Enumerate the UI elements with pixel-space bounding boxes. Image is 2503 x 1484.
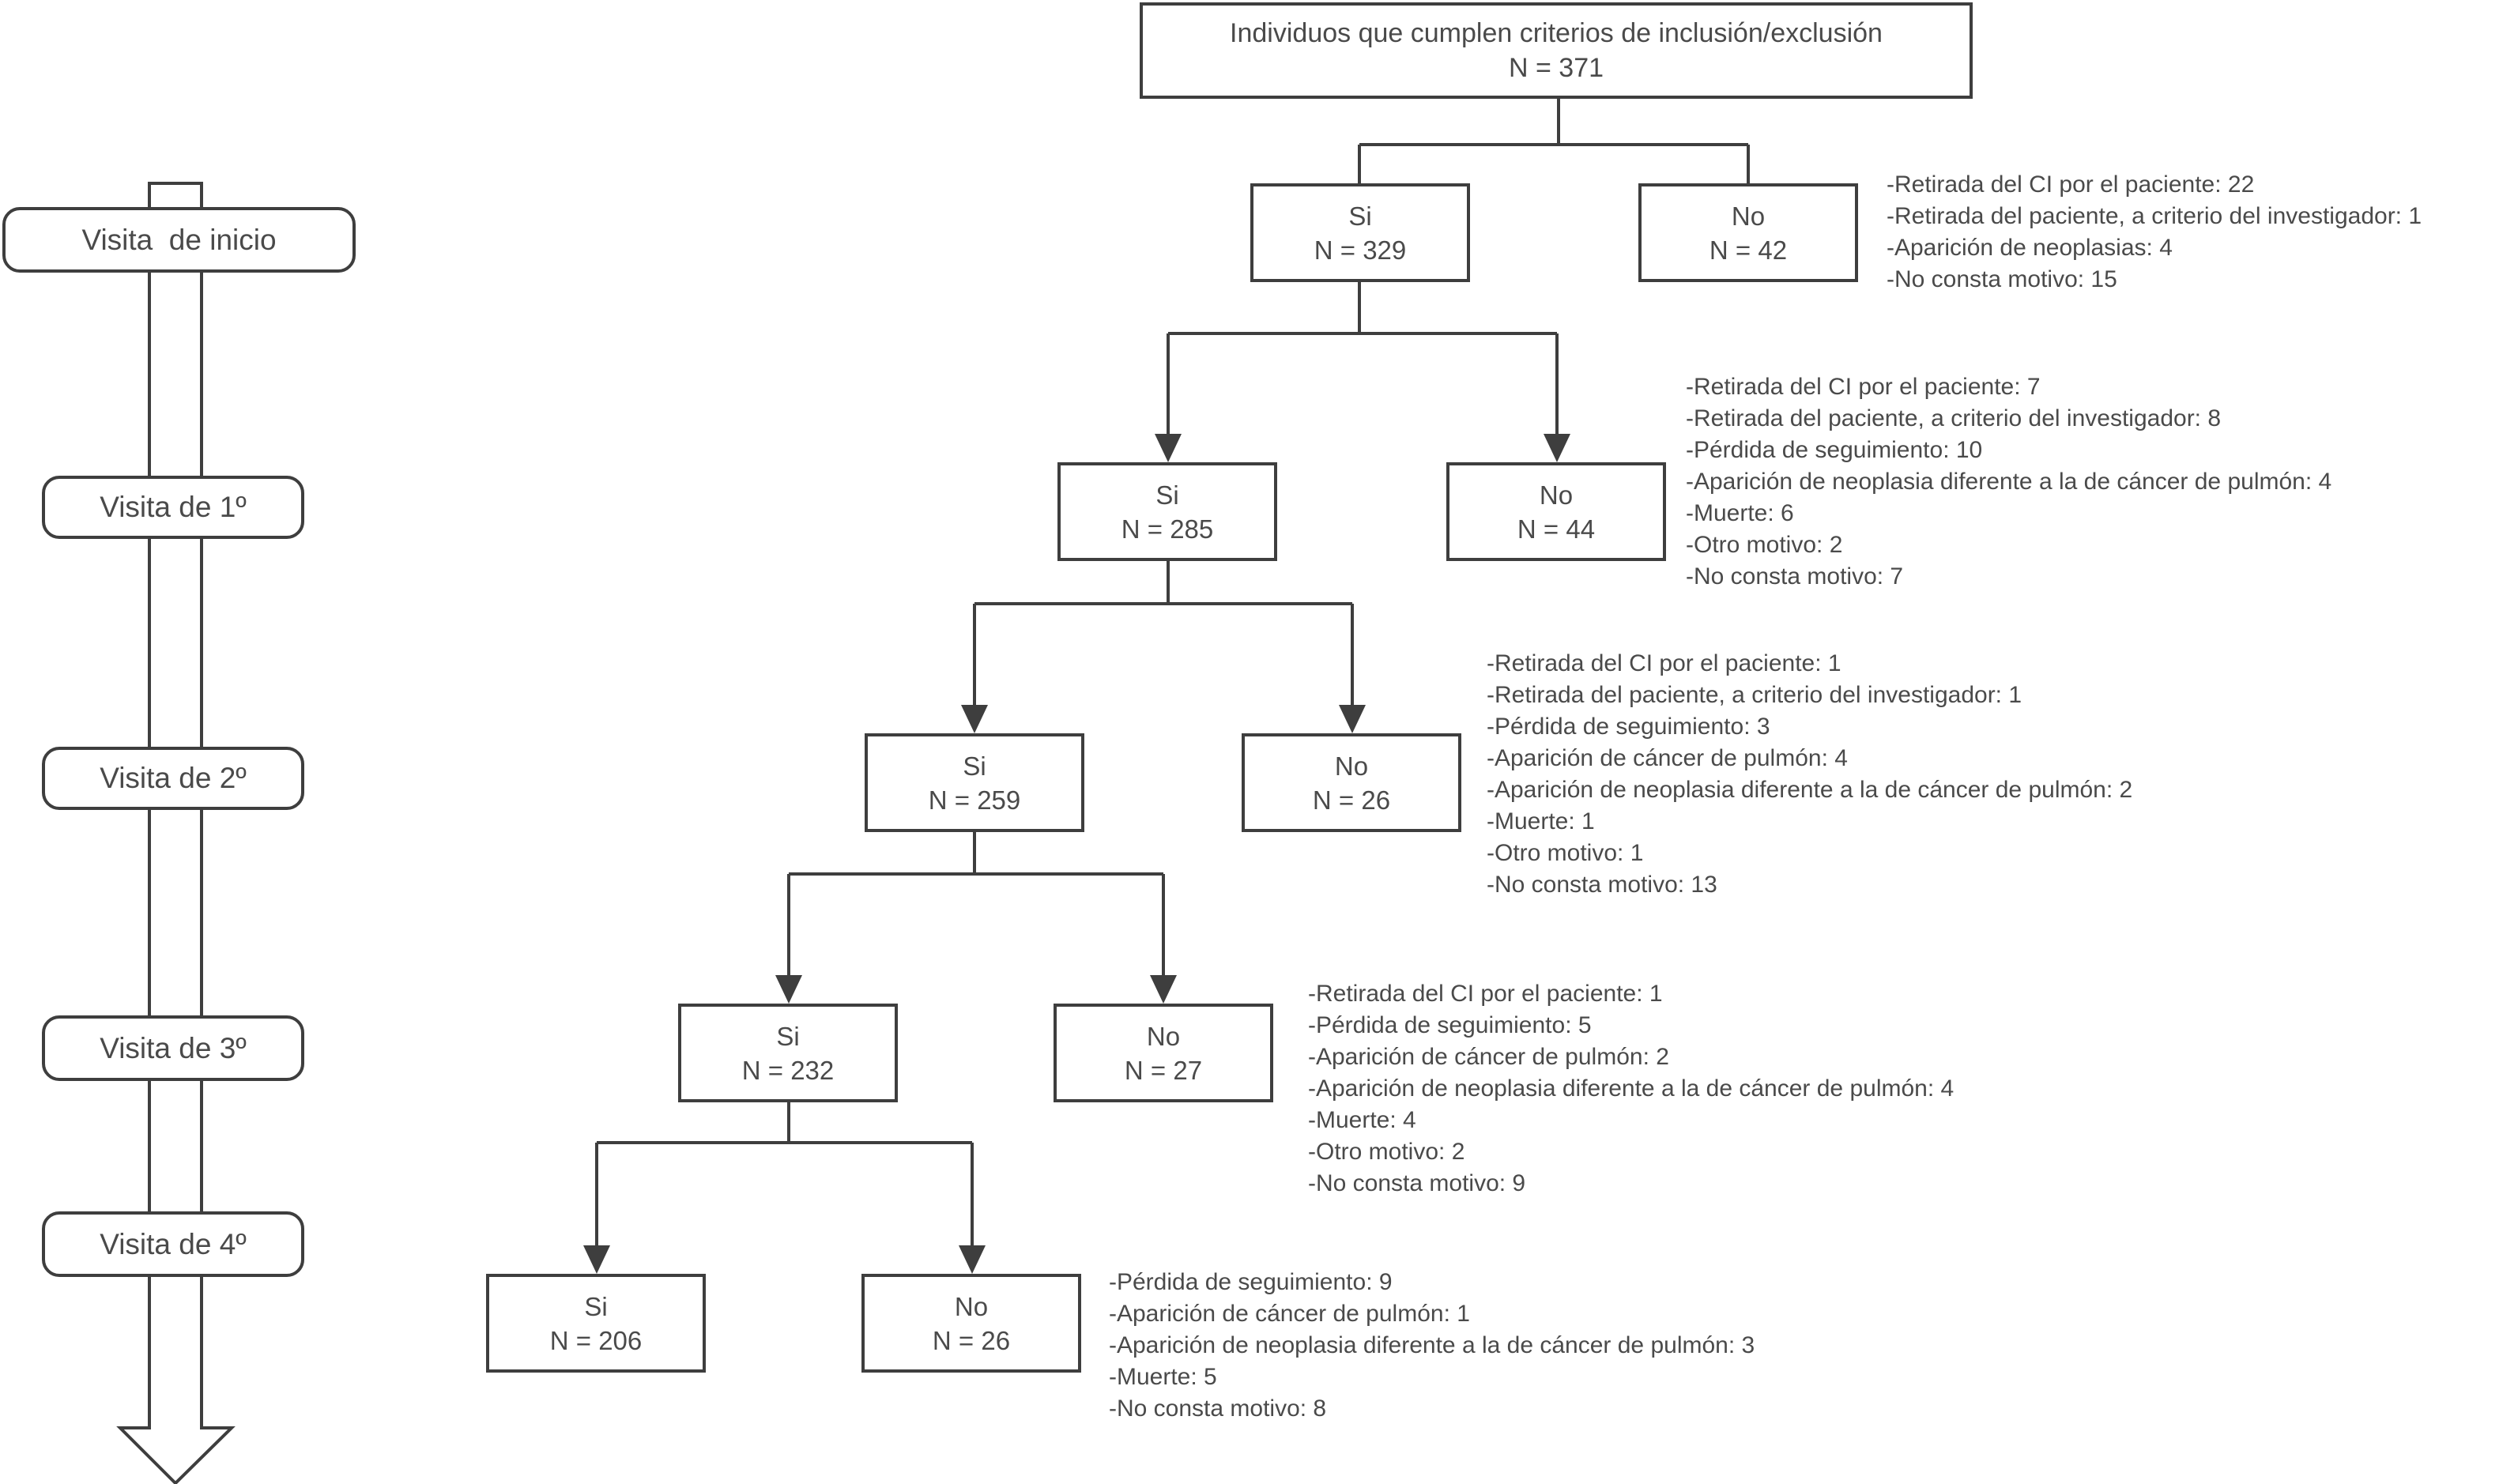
node-no-level-5: No N = 26 [861,1274,1081,1373]
node-si-level-4: Si N = 232 [678,1004,898,1102]
node-no-level-3: No N = 26 [1242,733,1461,832]
reason-line: -Aparición de neoplasia diferente a la d… [1308,1075,1955,1102]
reason-line: -Aparición de cáncer de pulmón: 2 [1308,1044,1669,1070]
node-si-level-2: Si N = 285 [1057,462,1277,561]
node-count: N = 42 [1709,235,1788,265]
node-count: N = 26 [1312,785,1391,815]
arrowhead-icon [1155,434,1182,462]
node-root-count: N = 371 [1508,53,1604,83]
reason-line: -Muerte: 1 [1487,808,1595,834]
reason-line: -Muerte: 6 [1686,500,1794,526]
reason-line: -Otro motivo: 1 [1487,840,1644,866]
reason-line: -Otro motivo: 2 [1308,1139,1465,1165]
reason-line: -Aparición de neoplasia diferente a la d… [1487,777,2133,803]
reason-line: -Muerte: 5 [1109,1364,1217,1390]
reason-line: -Aparición de cáncer de pulmón: 4 [1487,745,1848,771]
reason-line: -No consta motivo: 8 [1109,1395,1327,1422]
node-no-level-2: No N = 44 [1446,462,1666,561]
reason-line: -No consta motivo: 13 [1487,872,1717,898]
reason-line: -Pérdida de seguimiento: 5 [1308,1012,1592,1038]
reason-line: -Otro motivo: 2 [1686,532,1843,558]
node-label: Si [1155,480,1179,510]
reasons-level-4: -Retirada del CI por el paciente: 1 -Pérd… [1308,978,1954,1200]
reason-line: -Retirada del paciente, a criterio del i… [1887,203,2422,229]
timeline-item-visita-inicio: Visita de inicio [2,207,356,273]
reasons-level-3: -Retirada del CI por el paciente: 1 -Reti… [1487,648,2132,901]
reason-line: -Retirada del CI por el paciente: 1 [1487,650,1841,676]
arrowhead-icon [959,1245,986,1274]
node-label: Si [776,1021,800,1051]
reason-line: -No consta motivo: 7 [1686,563,1904,589]
reason-line: -Retirada del CI por el paciente: 1 [1308,981,1663,1007]
node-count: N = 329 [1314,235,1407,265]
arrowhead-icon [961,705,988,733]
node-label: No [1731,201,1766,231]
node-label: No [1539,480,1574,510]
reason-line: -Retirada del paciente, a criterio del i… [1487,682,2022,708]
arrowheads [583,434,1570,1274]
timeline-down-arrow [116,182,236,1484]
reason-line: -Pérdida de seguimiento: 3 [1487,714,1770,740]
node-no-level-1: No N = 42 [1638,183,1858,282]
timeline-item-visita-2: Visita de 2º [42,747,304,810]
node-si-level-3: Si N = 259 [865,733,1084,832]
reason-line: -Aparición de neoplasia diferente a la d… [1686,469,2332,495]
node-root: Individuos que cumplen criterios de incl… [1140,2,1973,99]
reason-line: -Aparición de neoplasias: 4 [1887,235,2173,261]
reasons-level-2: -Retirada del CI por el paciente: 7 -Reti… [1686,371,2331,593]
node-label: No [1334,751,1369,781]
node-si-level-5: Si N = 206 [486,1274,706,1373]
node-count: N = 44 [1517,514,1596,544]
node-label: Si [963,751,986,781]
arrowhead-icon [775,975,802,1004]
node-label: Si [584,1291,608,1321]
timeline-item-visita-1: Visita de 1º [42,476,304,539]
reason-line: -Retirada del CI por el paciente: 22 [1887,171,2255,198]
node-label: No [1146,1021,1181,1051]
reason-line: -No consta motivo: 15 [1887,266,2117,292]
node-count: N = 259 [928,785,1021,815]
tree-connectors [595,99,1750,1268]
arrowhead-icon [1150,975,1177,1004]
arrowhead-icon [1544,434,1570,462]
timeline-item-visita-3: Visita de 3º [42,1015,304,1081]
reason-line: -Aparición de neoplasia diferente a la d… [1109,1332,1755,1358]
node-no-level-4: No N = 27 [1054,1004,1273,1102]
reason-line: -Pérdida de seguimiento: 10 [1686,437,1983,463]
reason-line: -Pérdida de seguimiento: 9 [1109,1269,1393,1295]
reasons-level-5: -Pérdida de seguimiento: 9 -Aparición de … [1109,1267,1755,1425]
node-si-level-1: Si N = 329 [1250,183,1470,282]
node-count: N = 232 [741,1055,835,1085]
node-count: N = 206 [549,1325,643,1355]
reason-line: -Muerte: 4 [1308,1107,1416,1133]
node-count: N = 285 [1121,514,1214,544]
node-count: N = 27 [1124,1055,1203,1085]
reason-line: -Aparición de cáncer de pulmón: 1 [1109,1301,1470,1327]
node-label: Si [1348,201,1372,231]
reasons-level-1: -Retirada del CI por el paciente: 22 -Ret… [1887,169,2422,296]
timeline-item-visita-4: Visita de 4º [42,1211,304,1277]
reason-line: -No consta motivo: 9 [1308,1170,1526,1196]
node-count: N = 26 [932,1325,1011,1355]
node-label: No [954,1291,989,1321]
reason-line: -Retirada del paciente, a criterio del i… [1686,405,2222,431]
reason-line: -Retirada del CI por el paciente: 7 [1686,374,2041,400]
arrowhead-icon [583,1245,610,1274]
arrowhead-icon [1339,705,1366,733]
node-root-title: Individuos que cumplen criterios de incl… [1230,18,1883,48]
